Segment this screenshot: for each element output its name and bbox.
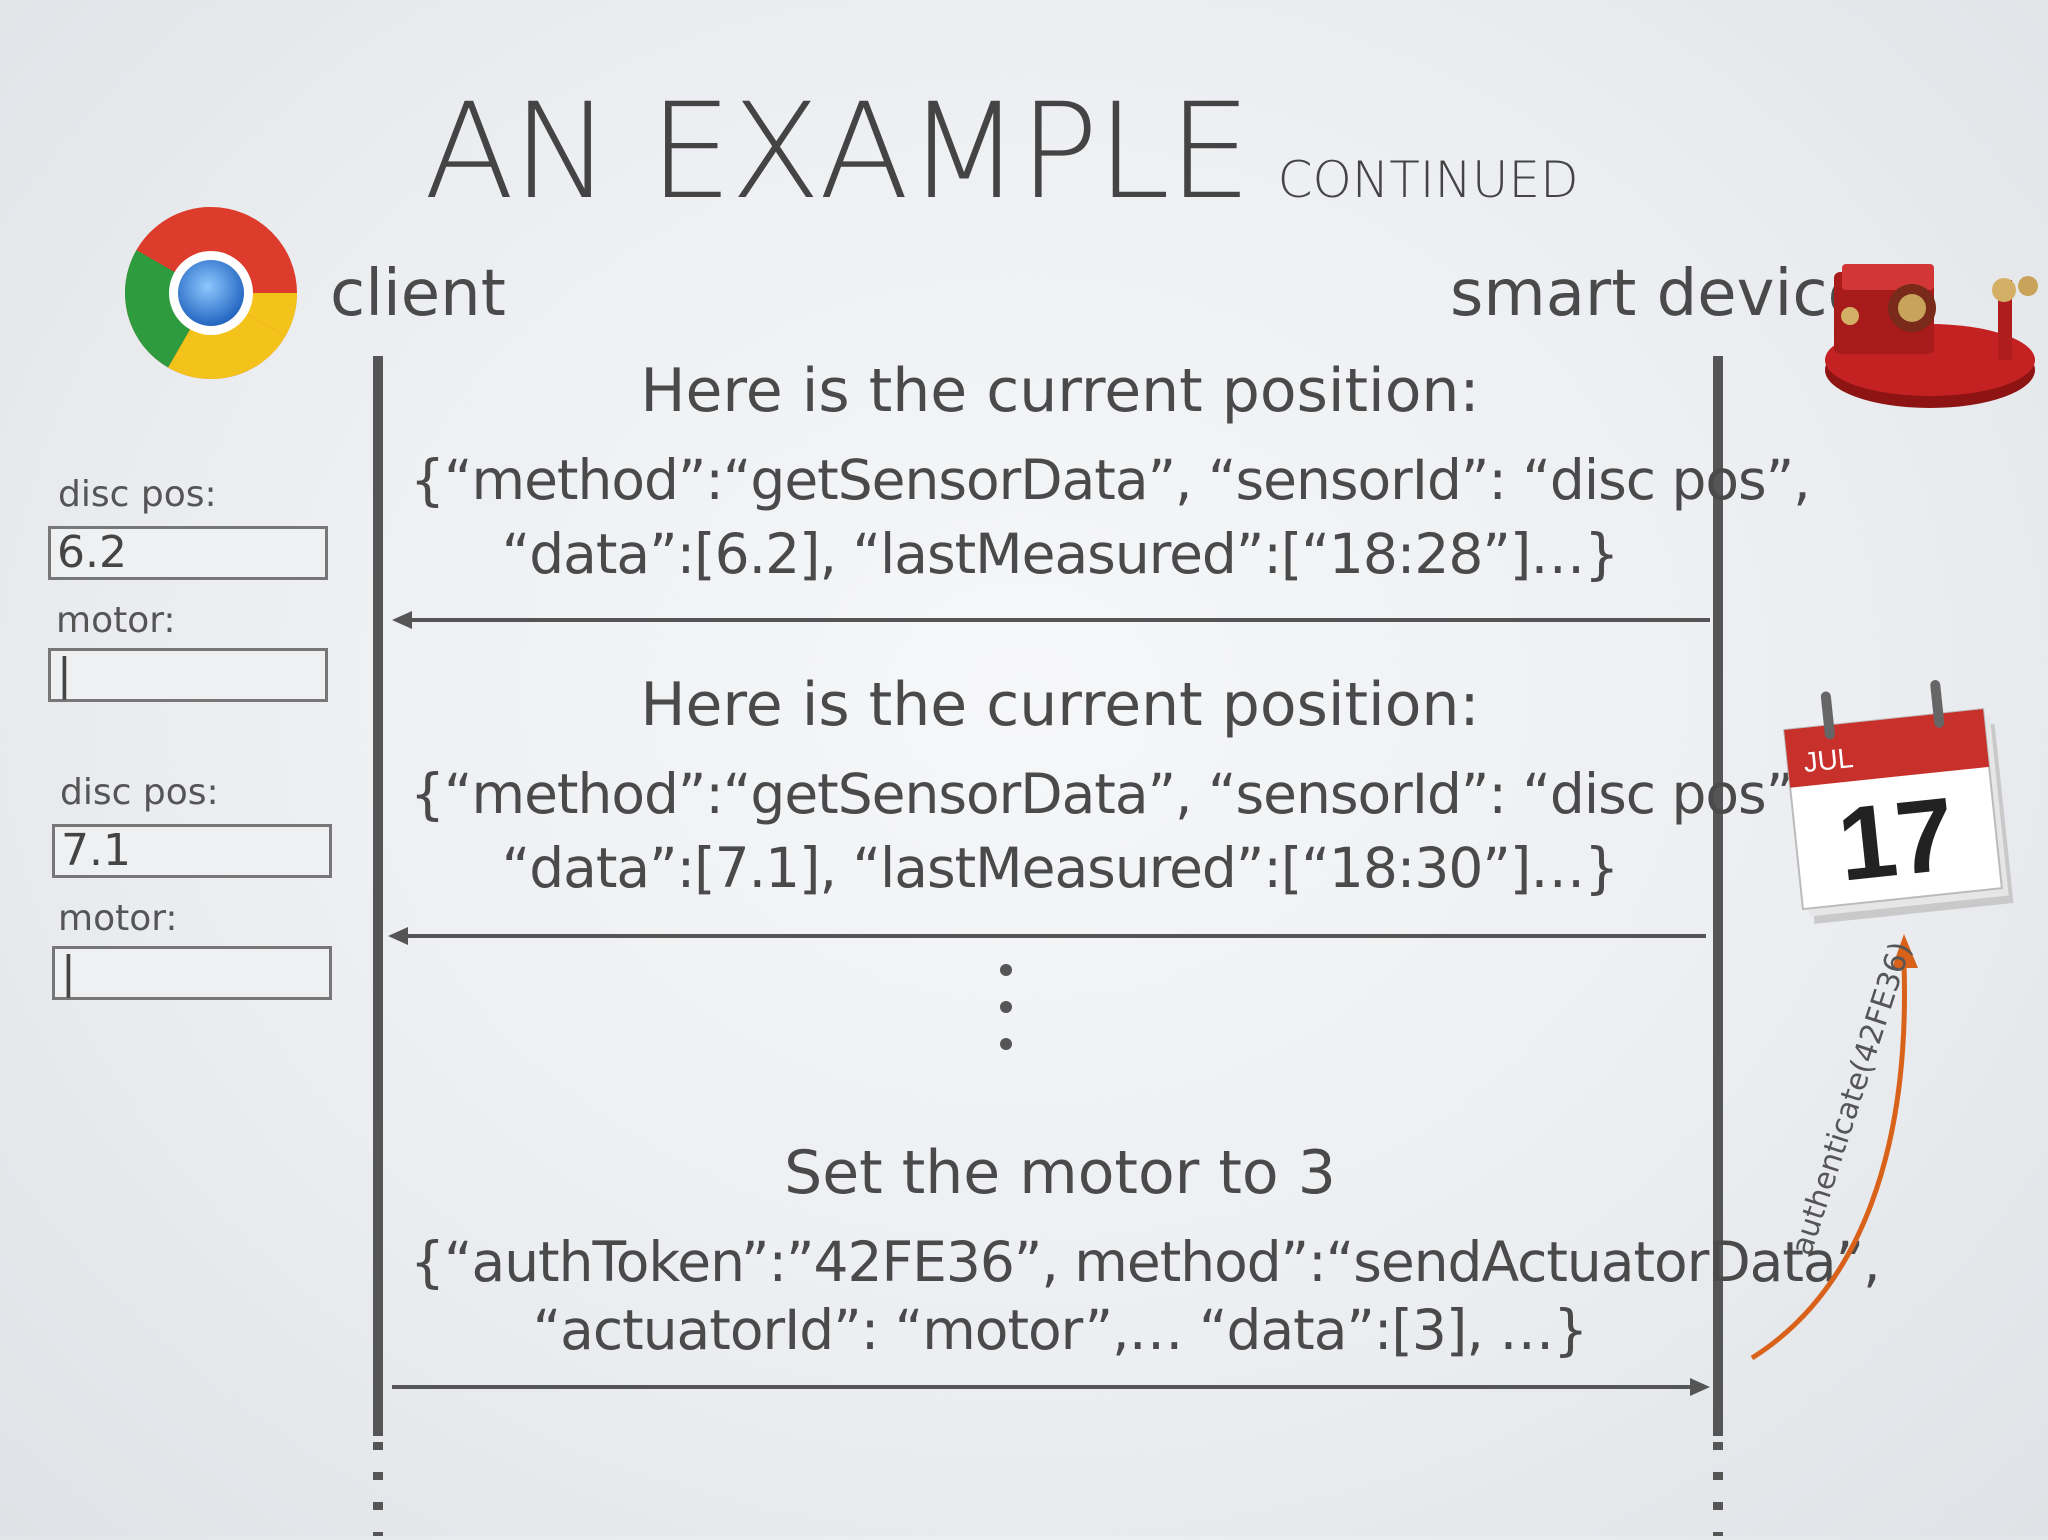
motor-field-1[interactable]: |: [48, 648, 328, 702]
device-lifeline: [1713, 356, 1723, 1436]
smart-device-icon: [1812, 250, 2048, 426]
message-1-arrow: [392, 608, 1712, 632]
calendar-day: 17: [1833, 776, 1960, 903]
client-lifeline-continuation: [367, 1440, 389, 1536]
disc-pos-label-1: disc pos:: [58, 474, 217, 515]
motor-label-1: motor:: [56, 600, 176, 641]
motor-label-2: motor:: [58, 898, 178, 939]
message-3-payload-line-1: {“authToken”:”42FE36”, method”:“sendActu…: [410, 1230, 1881, 1294]
disc-pos-field-1[interactable]: 6.2: [48, 526, 328, 580]
authenticate-arrow: [1740, 930, 1940, 1370]
message-1-title: Here is the current position:: [640, 356, 1480, 426]
calendar-month: JUL: [1802, 742, 1855, 778]
smart-device-label: smart device: [1450, 257, 1867, 331]
message-1-payload-line-1: {“method”:“getSensorData”, “sensorId”: “…: [410, 448, 1811, 512]
message-2-payload-line-2: “data”:[7.1], “lastMeasured”:[“18:30”]…}: [501, 836, 1620, 900]
message-1-payload-line-2: “data”:[6.2], “lastMeasured”:[“18:28”]…}: [501, 522, 1620, 586]
disc-pos-field-2[interactable]: 7.1: [52, 824, 332, 878]
title-subtitle: CONTINUED: [1277, 151, 1579, 209]
chrome-browser-icon: [122, 204, 300, 382]
message-2-title: Here is the current position:: [640, 670, 1480, 740]
title-main: AN EXAMPLE: [424, 75, 1252, 229]
message-2-payload-line-1: {“method”:“getSensorData”, “sensorId”: “…: [410, 762, 1811, 826]
disc-pos-label-2: disc pos:: [60, 772, 219, 813]
message-3-arrow: [390, 1375, 1710, 1399]
calendar-icon: JUL 17: [1772, 664, 2034, 934]
vertical-ellipsis: [996, 962, 1016, 1052]
device-lifeline-continuation: [1707, 1440, 1729, 1536]
message-2-arrow: [388, 924, 1708, 948]
client-lifeline: [373, 356, 383, 1436]
message-3-title: Set the motor to 3: [784, 1138, 1336, 1208]
client-label: client: [330, 257, 506, 331]
message-3-payload-line-2: “actuatorId”: “motor”,… “data”:[3], …}: [532, 1298, 1589, 1362]
motor-field-2[interactable]: |: [52, 946, 332, 1000]
